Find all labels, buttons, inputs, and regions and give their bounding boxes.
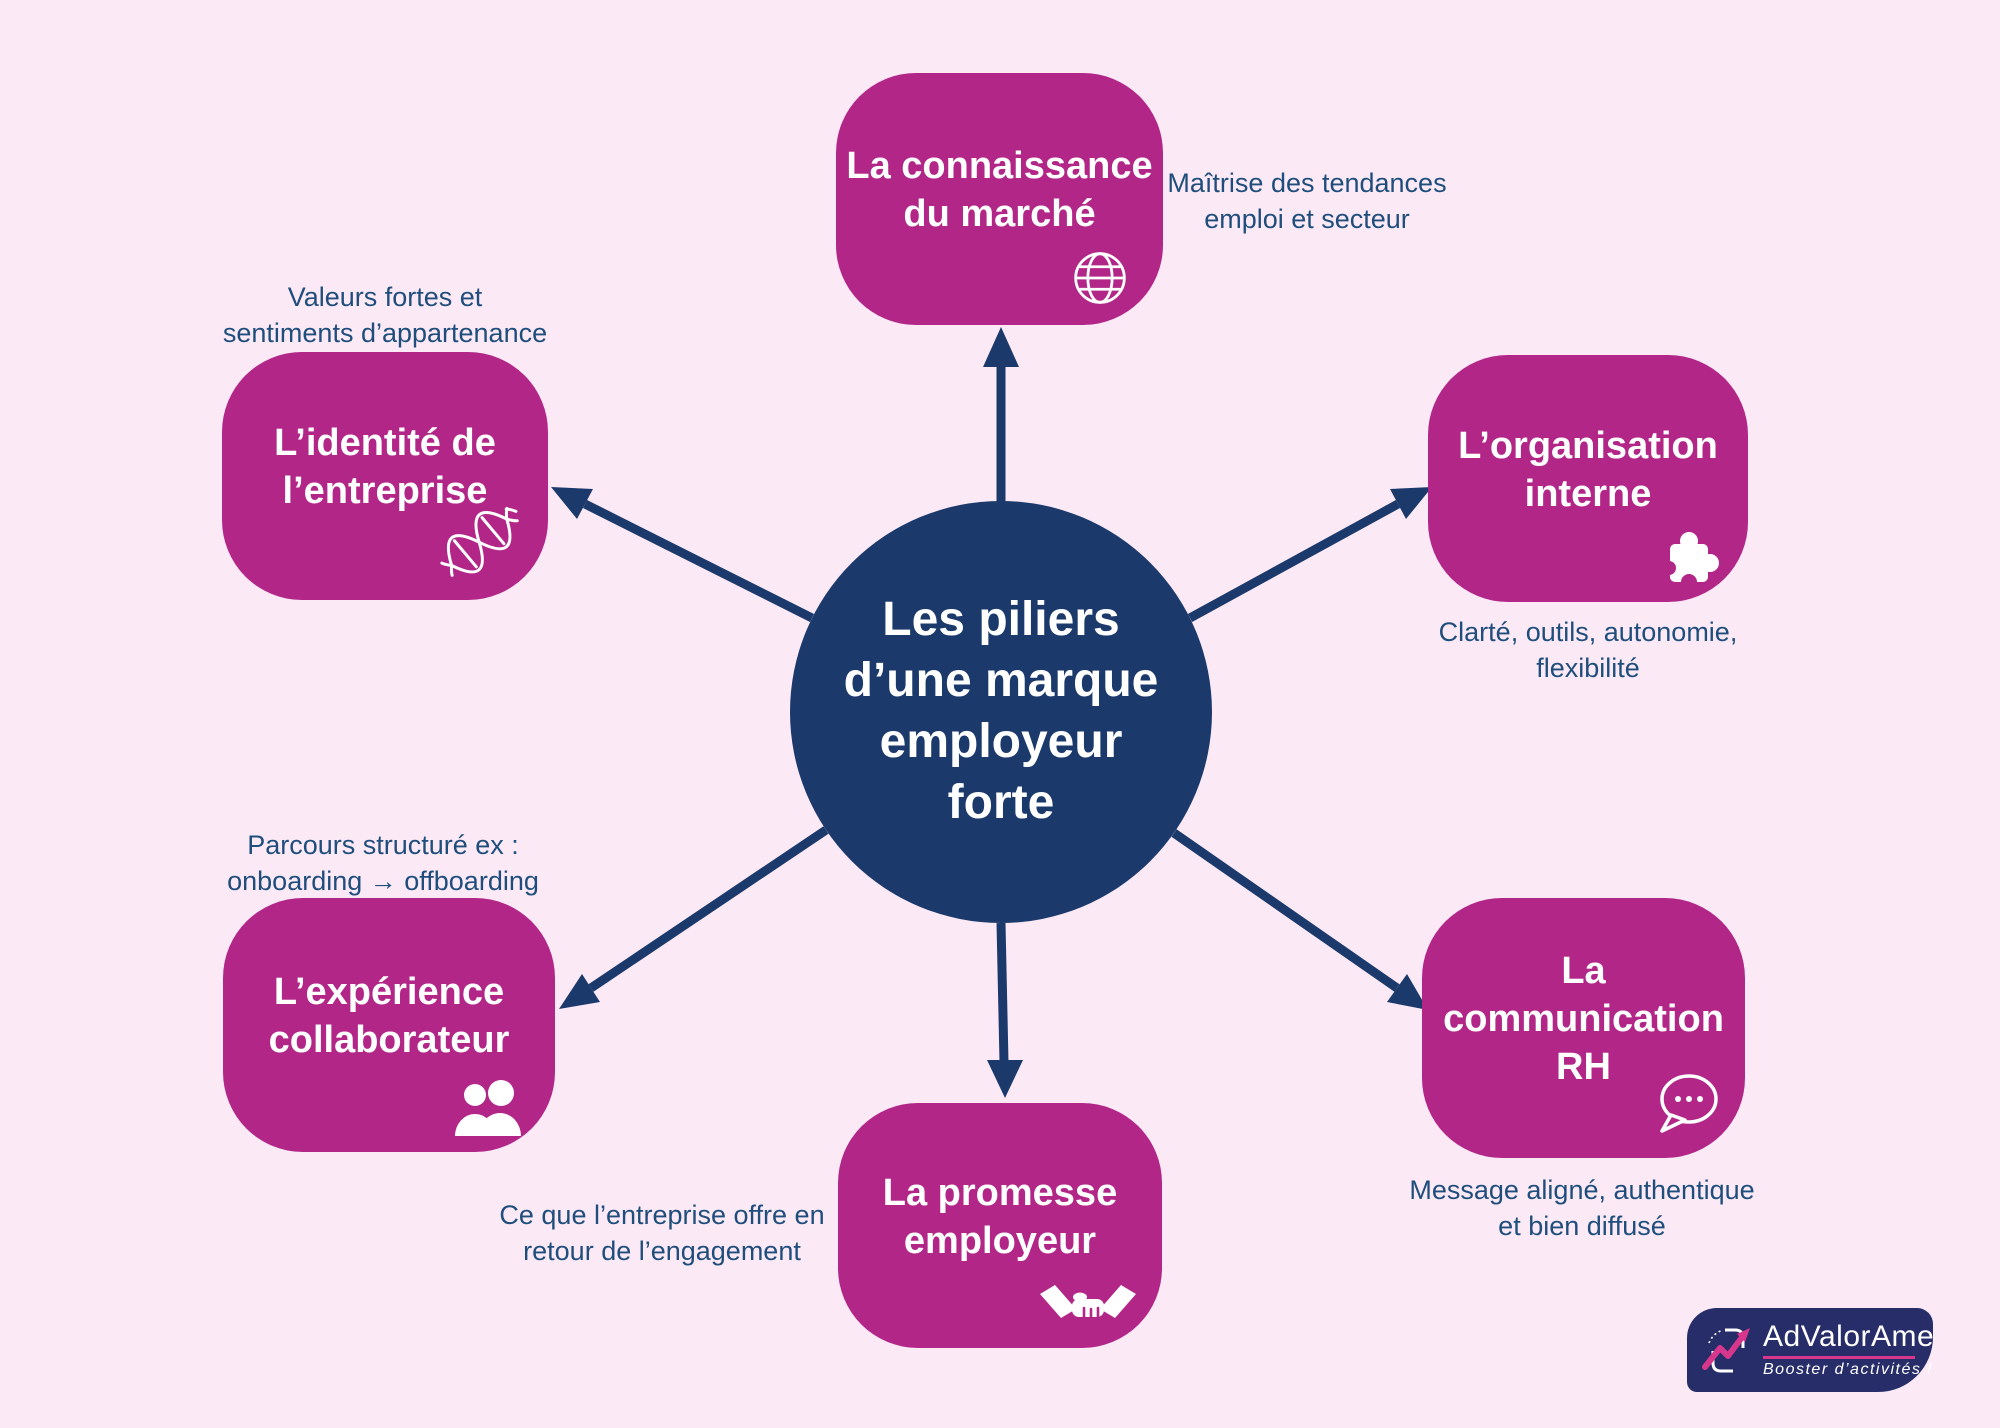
node-hr-communication: La communication RH: [1422, 898, 1745, 1158]
speech-bubble-icon: [1657, 1072, 1719, 1134]
node-employee-experience: L’expérience collaborateur: [223, 898, 555, 1152]
node-company-identity: L’identité de l’entreprise: [222, 352, 548, 600]
node-title: L’identité de l’entreprise: [274, 422, 496, 512]
node-title: L’expérience collaborateur: [268, 971, 510, 1061]
annotation-market-knowledge: Maîtrise des tendances emploi et secteur: [1167, 168, 1447, 234]
node-employer-promise: La promesse employeur: [838, 1103, 1162, 1348]
node-title: La connaissance du marché: [846, 145, 1153, 235]
node-title: La promesse employeur: [882, 1171, 1118, 1262]
annotation-hr-communication: Message aligné, authentique et bien diff…: [1409, 1175, 1755, 1241]
annotation-employee-experience: Parcours structuré ex : onboarding → off…: [227, 830, 539, 896]
dna-icon: [428, 484, 538, 594]
annotation-employer-promise: Ce que l’entreprise offre en retour de l…: [499, 1200, 825, 1266]
arrow-upper-left: [551, 487, 815, 623]
logo-text-block: AdValorAme Booster d’activités !: [1763, 1322, 1934, 1378]
arrow-lower-right: [1171, 829, 1428, 1010]
arrow-upper-right: [1187, 487, 1432, 622]
logo-chart-icon: [1699, 1321, 1757, 1379]
arrow-down: [987, 922, 1023, 1098]
logo-name: AdValorAme: [1763, 1320, 1935, 1353]
globe-icon: [1071, 249, 1129, 307]
puzzle-icon: [1662, 526, 1720, 590]
node-market-knowledge: La connaissance du marché: [836, 73, 1163, 325]
node-title: La communication RH: [1443, 950, 1724, 1088]
annotation-internal-organization: Clarté, outils, autonomie, flexibilité: [1438, 617, 1738, 683]
handshake-icon: [1040, 1282, 1136, 1334]
arrow-lower-left: [559, 826, 829, 1009]
people-icon: [453, 1080, 521, 1138]
central-node: Les piliers d’une marque employeur forte: [790, 501, 1212, 923]
node-internal-organization: L’organisation interne: [1428, 355, 1748, 602]
node-title: L’organisation interne: [1458, 424, 1718, 515]
logo-underline: [1763, 1356, 1915, 1359]
central-title: Les piliers d’une marque employeur forte: [843, 593, 1159, 829]
arrow-up: [983, 327, 1019, 503]
logo-tagline: Booster d’activités !: [1763, 1361, 1934, 1378]
advalorame-logo: AdValorAme Booster d’activités !: [1687, 1308, 1934, 1392]
annotation-company-identity: Valeurs fortes et sentiments d’appartena…: [222, 282, 548, 348]
